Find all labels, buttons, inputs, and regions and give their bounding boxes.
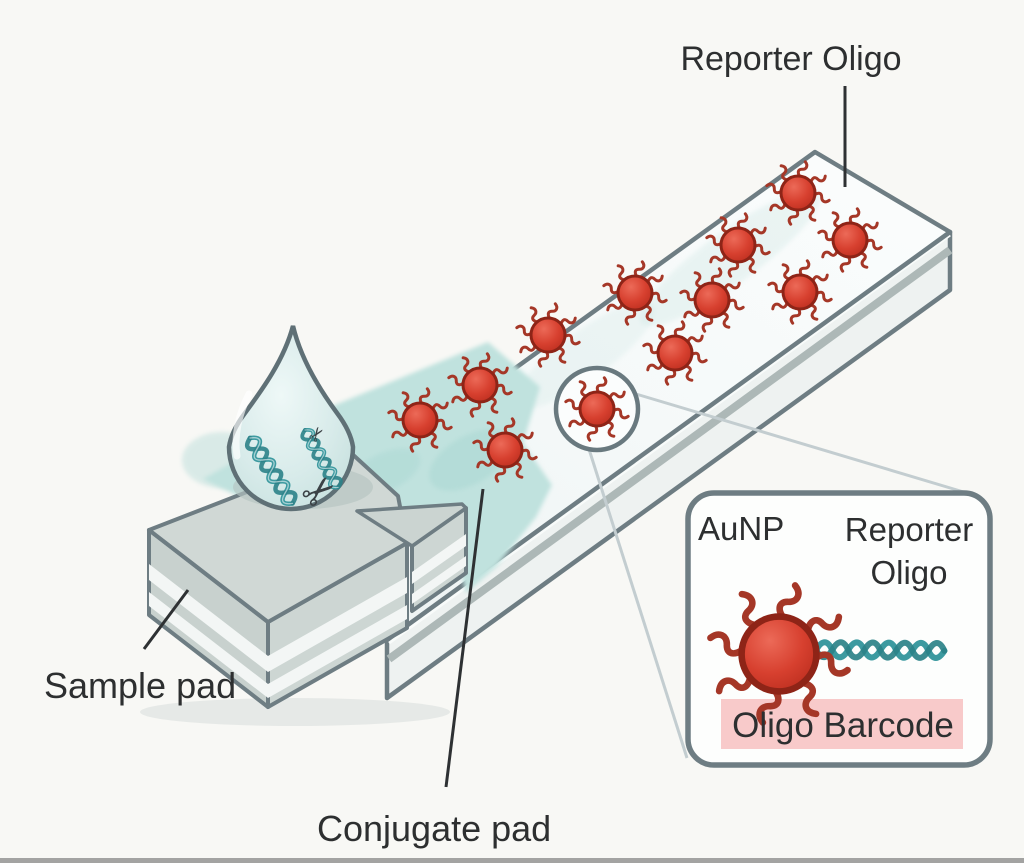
droplet-highlight [232,390,253,460]
inset-reporter-label2: Oligo [870,554,947,591]
pad-shadow [140,698,450,726]
conjugate-pad-label: Conjugate pad [317,808,551,849]
inset-reporter-label: Reporter [845,511,973,548]
pad-layer-stripes [149,534,466,698]
image-border-artifact [0,858,1024,863]
callout-line-left [586,445,689,759]
inset-aunp-label: AuNP [698,510,784,547]
inset-oligo-barcode-helix [813,639,948,661]
sample-pad-label: Sample pad [44,665,236,706]
reporter-oligo-label: Reporter Oligo [680,40,901,78]
inset-barcode-label: Oligo Barcode [732,706,954,745]
callout-line-right [635,392,968,495]
pad-segment-top-face [355,502,468,548]
inset-frame [685,490,993,768]
annotations: Reporter Oligo Sample pad Conjugate pad [44,40,902,849]
sample-droplet: ✂ ✂ [226,325,373,520]
membrane-wash [514,301,656,409]
conjugate-pad-pointer [444,488,485,788]
inset-box: AuNP Reporter Oligo Oligo Barcode [685,490,993,768]
sample-pad-pointer [142,589,190,650]
strip-layer-seam [386,246,953,663]
callout-connectors [586,392,968,759]
